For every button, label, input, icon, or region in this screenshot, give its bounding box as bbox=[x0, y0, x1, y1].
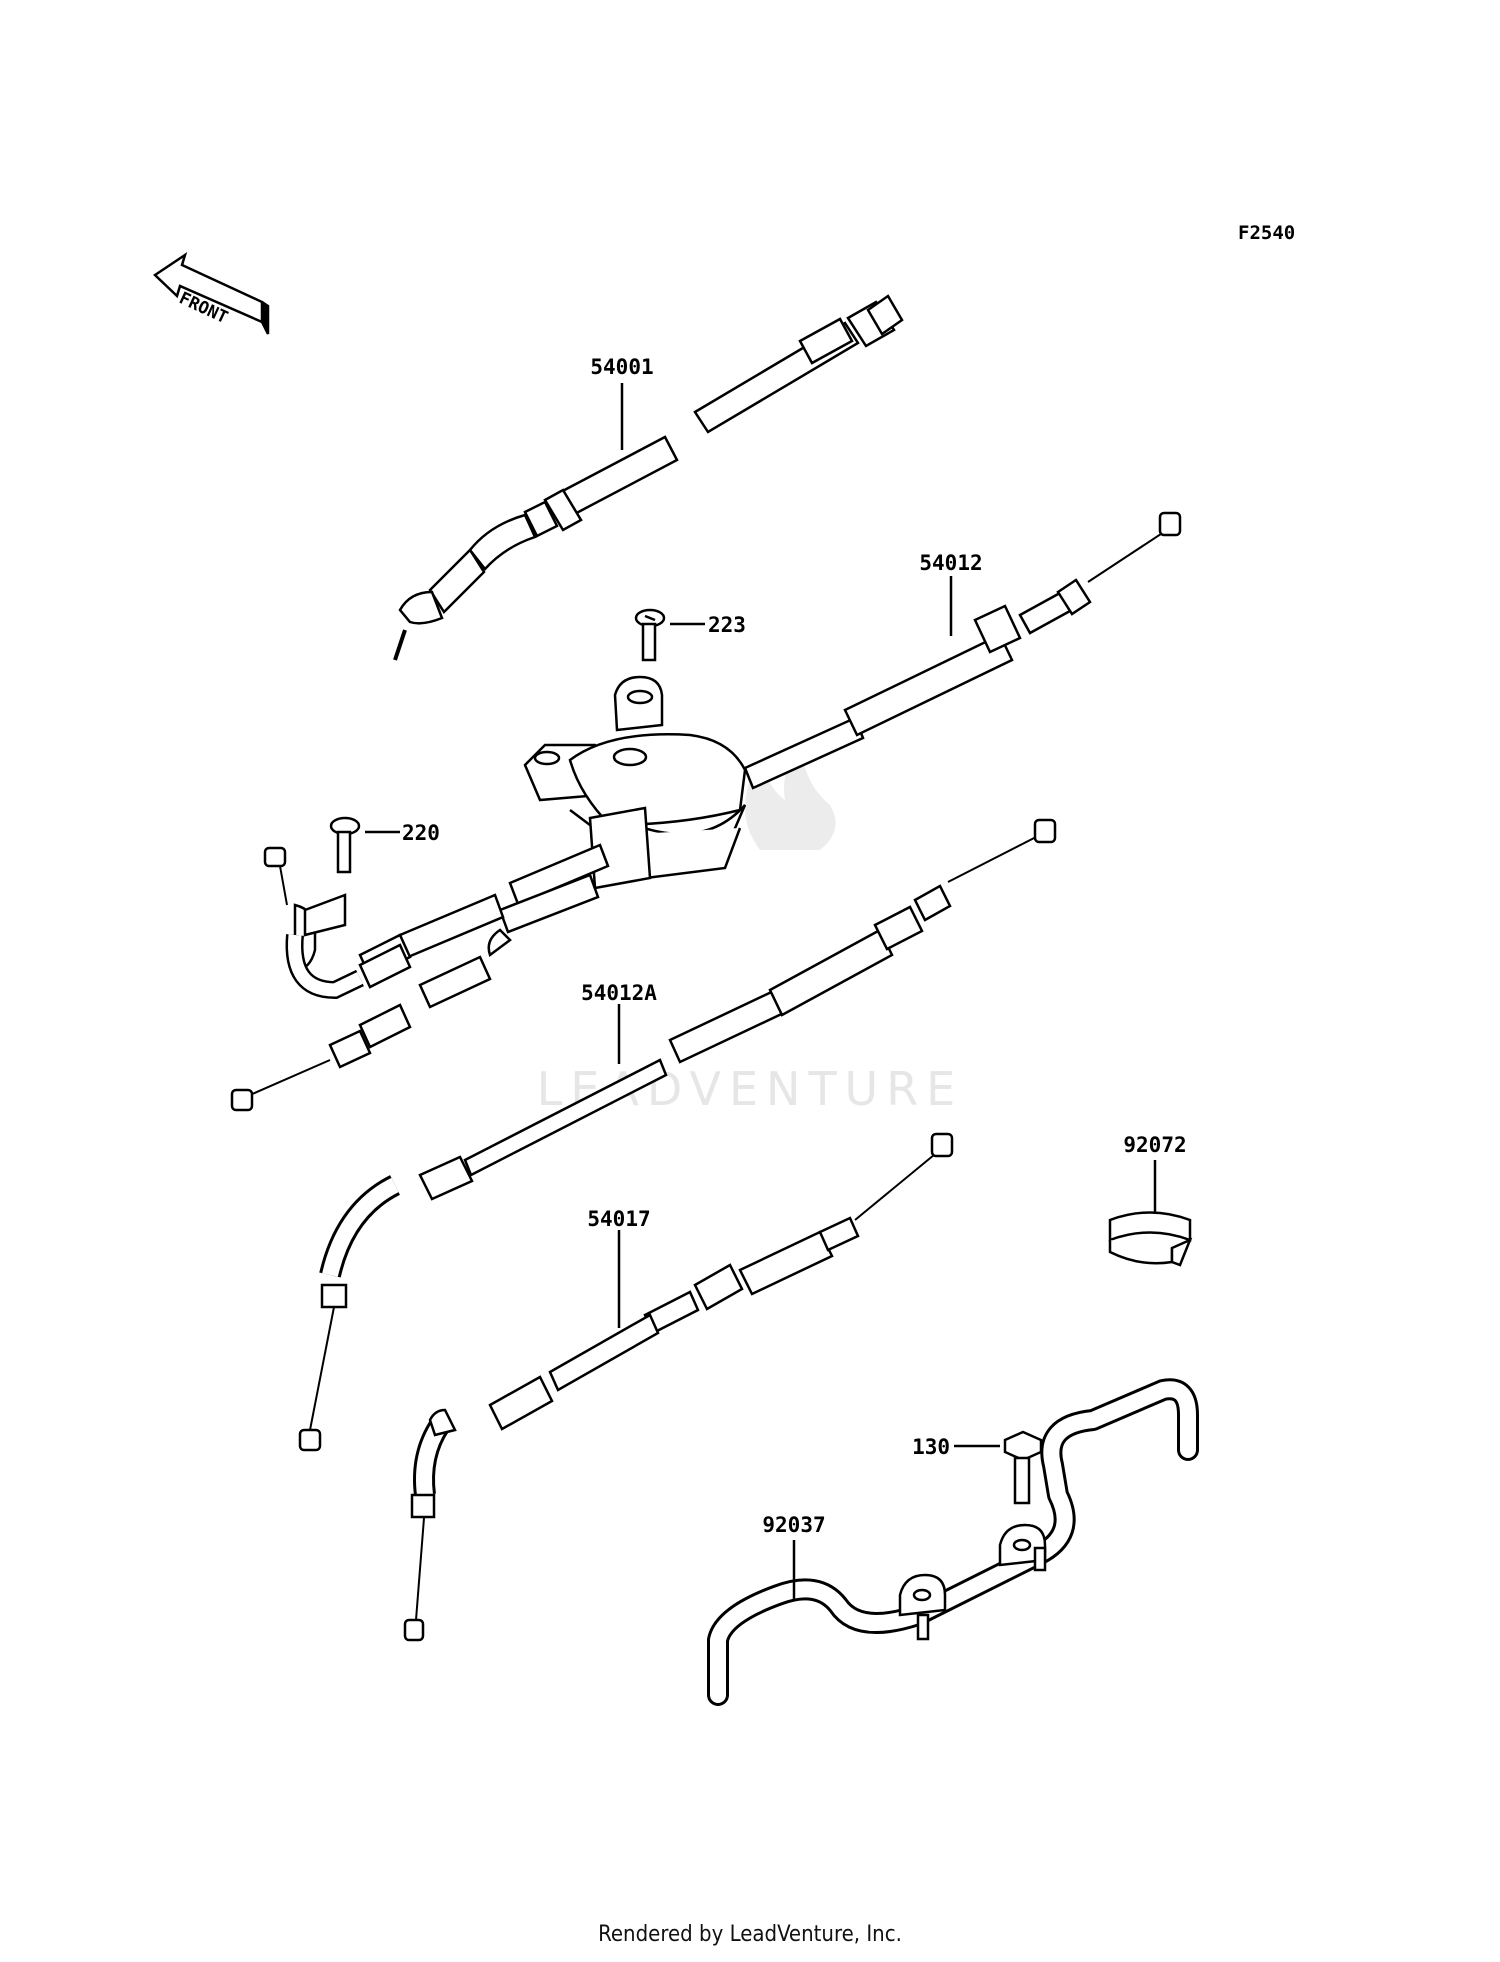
callout-223: 223 bbox=[708, 613, 746, 637]
part-223-screw bbox=[634, 608, 666, 662]
callout-54001: 54001 bbox=[590, 355, 653, 379]
part-54012-cable bbox=[743, 511, 1182, 790]
part-throttle-housing bbox=[523, 675, 747, 890]
figure-code: F2540 bbox=[1238, 222, 1295, 244]
front-arrow-icon: FRONT bbox=[153, 252, 270, 335]
part-220-screw bbox=[329, 816, 361, 874]
callout-54012A: 54012A bbox=[581, 981, 657, 1005]
part-92037-guide-inner bbox=[710, 1381, 1196, 1703]
callout-92072: 92072 bbox=[1123, 1133, 1186, 1157]
footer-credit: Rendered by LeadVenture, Inc. bbox=[598, 1922, 902, 1947]
watermark: LEADVENTURE bbox=[537, 745, 955, 1116]
callout-54017: 54017 bbox=[587, 1207, 650, 1231]
part-92037-guide bbox=[707, 1378, 1199, 1706]
part-54012A-cable bbox=[298, 818, 1057, 1452]
callout-220: 220 bbox=[402, 821, 440, 845]
part-throttle-cable-left bbox=[230, 843, 610, 1112]
part-54017-cable bbox=[403, 1132, 954, 1642]
callout-54012: 54012 bbox=[919, 551, 982, 575]
part-54001-speedometer-cable bbox=[393, 294, 904, 661]
part-92072-clamp bbox=[1108, 1211, 1193, 1267]
callout-92037: 92037 bbox=[762, 1513, 825, 1537]
callout-130: 130 bbox=[912, 1435, 950, 1459]
part-130-bolt bbox=[1003, 1430, 1043, 1505]
part-92037-tabs bbox=[898, 1523, 1047, 1641]
